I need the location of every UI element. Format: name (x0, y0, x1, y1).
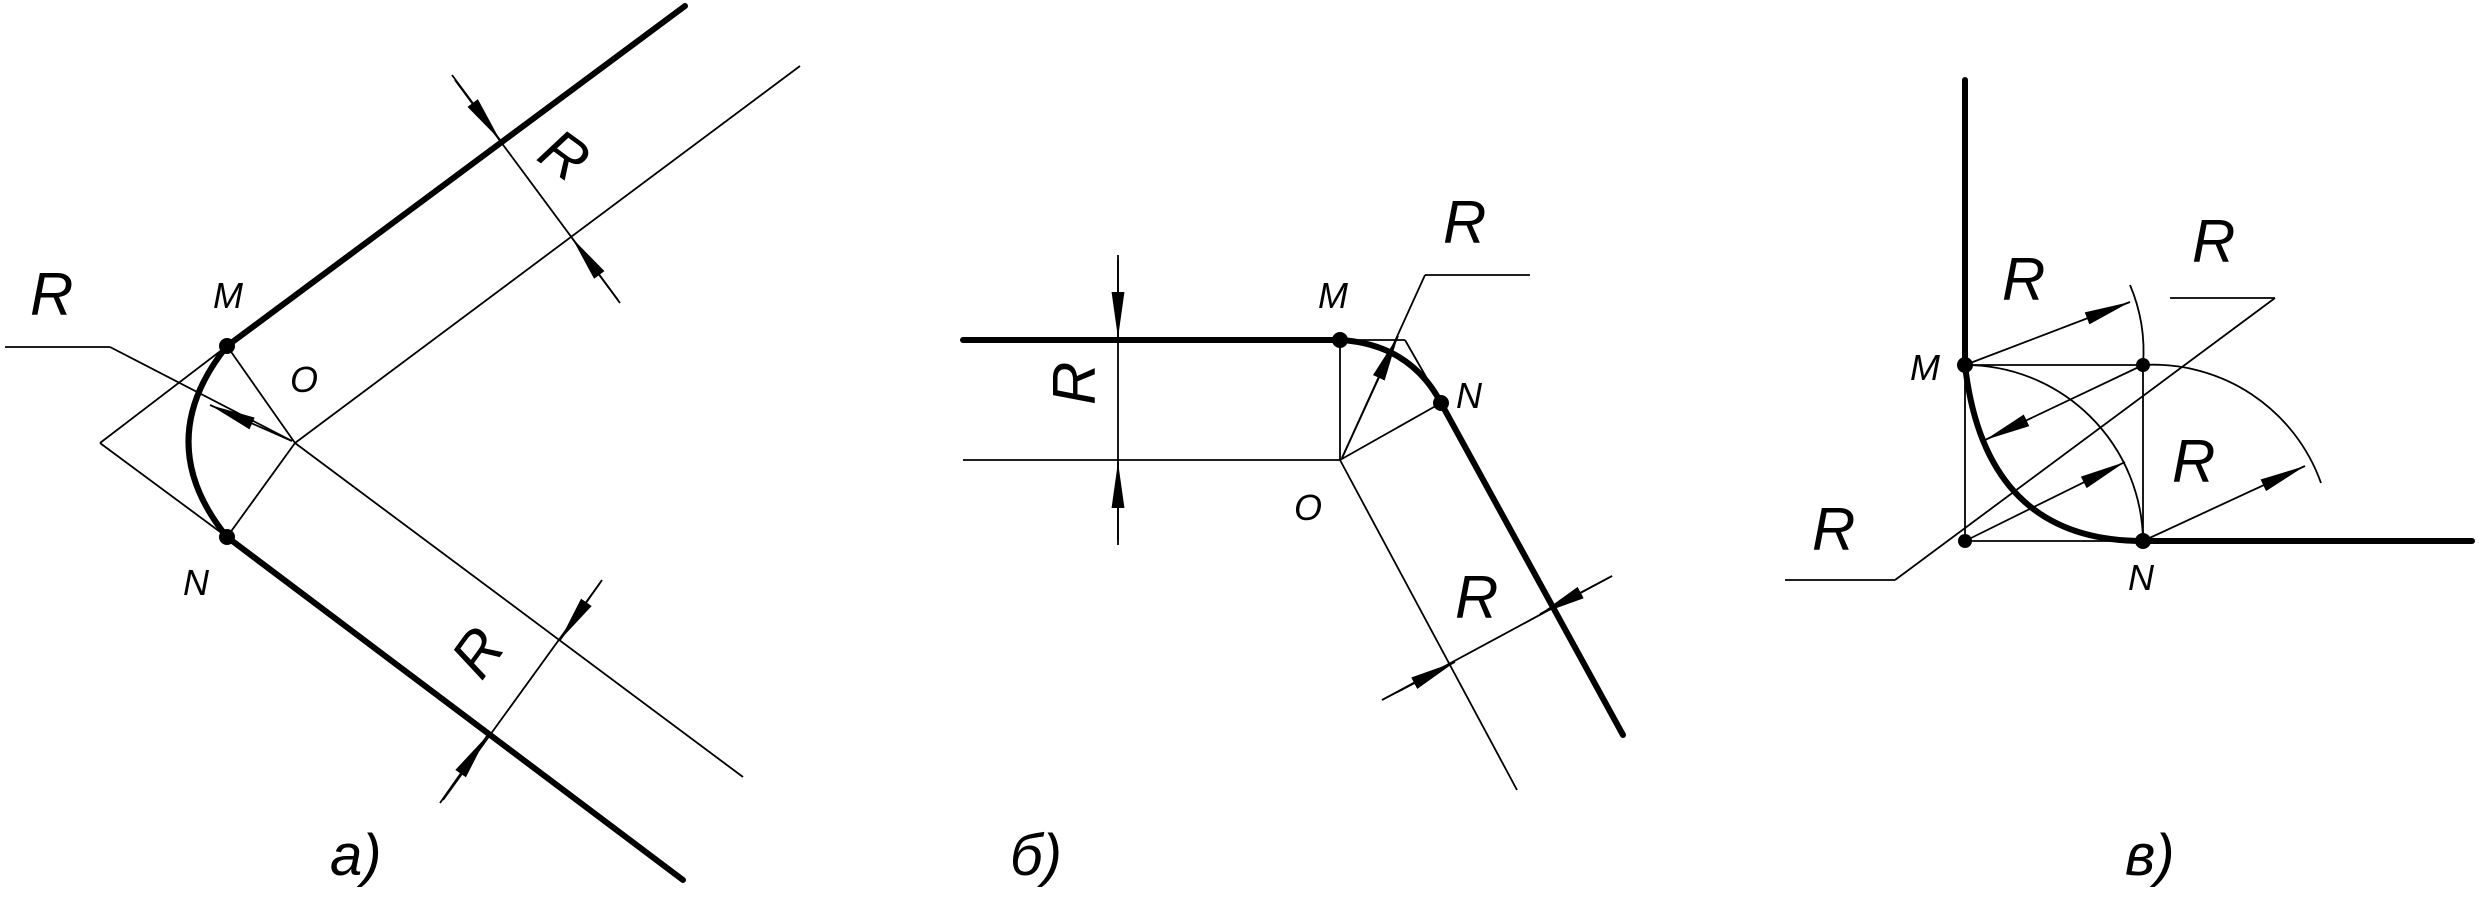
figure-a: R R R M N O а) (5, 3, 801, 888)
fig-b-label-r-left: R (1041, 362, 1108, 405)
fig-a-dim-arrow-lower-1 (559, 579, 603, 641)
fig-a-leader-line (109, 346, 293, 442)
fig-c-point-corner (1958, 534, 1972, 548)
fig-a-point-n (219, 529, 235, 545)
fig-a-construction-top (99, 345, 228, 444)
fig-a-leader-arrow (209, 404, 293, 442)
fig-b-point-m (1332, 332, 1348, 348)
fig-c-arc-upper (2129, 284, 2145, 366)
fig-a-label-r-upper: R (527, 115, 601, 195)
fig-c-label-r-upper: R (2002, 246, 2045, 313)
fig-b-label-n: N (1456, 375, 1483, 416)
fig-b-label-r-right: R (1455, 564, 1498, 631)
fig-a-label-m: M (213, 275, 243, 316)
fig-a-point-m (219, 338, 235, 354)
fig-a-offset-upper (294, 65, 801, 444)
fig-c-arrow-r-diag-2 (1964, 461, 2126, 542)
fig-b-radius-on (1339, 402, 1442, 461)
fig-b-construction-i (1404, 339, 1442, 404)
fig-a-label-r-leader: R (30, 261, 73, 328)
fig-c-arc-from-center (2142, 363, 2322, 484)
fig-c-label-r-leader-top: R (2192, 208, 2235, 275)
fig-a-fillet-arc (185, 343, 230, 540)
fig-a-dim-arrow-lower-2 (439, 735, 488, 804)
fig-a-offset-lower (294, 442, 744, 778)
fig-a-dim-arrow-upper-1 (451, 74, 501, 141)
fig-c-label-m: M (1910, 347, 1940, 388)
fig-b-offset-inclined (1339, 459, 1518, 791)
fig-a-lower-line (224, 534, 686, 883)
fig-c-caption: в) (2125, 823, 2175, 888)
fig-c-arc-from-corner (1964, 364, 2144, 542)
fig-a-radius-on (226, 442, 296, 538)
fig-a-caption: а) (330, 823, 382, 888)
fig-c-label-r-leader-bottom: R (1812, 496, 1855, 563)
fig-b-inclined-line (1438, 400, 1626, 738)
fig-b-label-o: O (1294, 487, 1322, 528)
fig-a-label-n: N (183, 562, 210, 603)
fig-c-arrow-r-upper (1964, 301, 2131, 366)
fig-b-label-m: M (1318, 275, 1348, 316)
fig-a-dim-arrow-upper-2 (571, 237, 621, 304)
fig-b-dim-arrow-right-2 (1539, 575, 1613, 615)
fig-a-label-o: O (290, 359, 318, 400)
fig-c-label-n: N (2128, 557, 2155, 598)
fig-b-label-r-leader: R (1443, 189, 1486, 256)
fig-a-label-r-lower: R (438, 615, 518, 689)
fig-b-leader-arrow (1341, 335, 1399, 459)
figure-b: R R R M N O б) (960, 189, 1626, 888)
fig-c-point-n (2135, 533, 2151, 549)
fig-c-arrow-r-right (2142, 465, 2306, 542)
fig-b-caption: б) (1010, 823, 1062, 888)
figure-c: R R R R M N в) (1785, 77, 2475, 888)
fig-c-point-m (1957, 357, 1973, 373)
fig-a-radius-om (226, 345, 296, 444)
fig-c-diagonal-leader (1894, 297, 2276, 581)
fig-c-arrow-r-diag-1 (1984, 364, 2144, 441)
fig-c-label-r-right: R (2172, 428, 2215, 495)
fig-b-dim-arrow-right-1 (1381, 661, 1456, 701)
fig-a-upper-line (224, 3, 688, 349)
fig-a-construction-bottom (99, 442, 228, 538)
fig-b-point-n (1433, 395, 1449, 411)
fig-c-fillet-arc (1962, 362, 2146, 544)
fig-c-point-center (2136, 358, 2150, 372)
